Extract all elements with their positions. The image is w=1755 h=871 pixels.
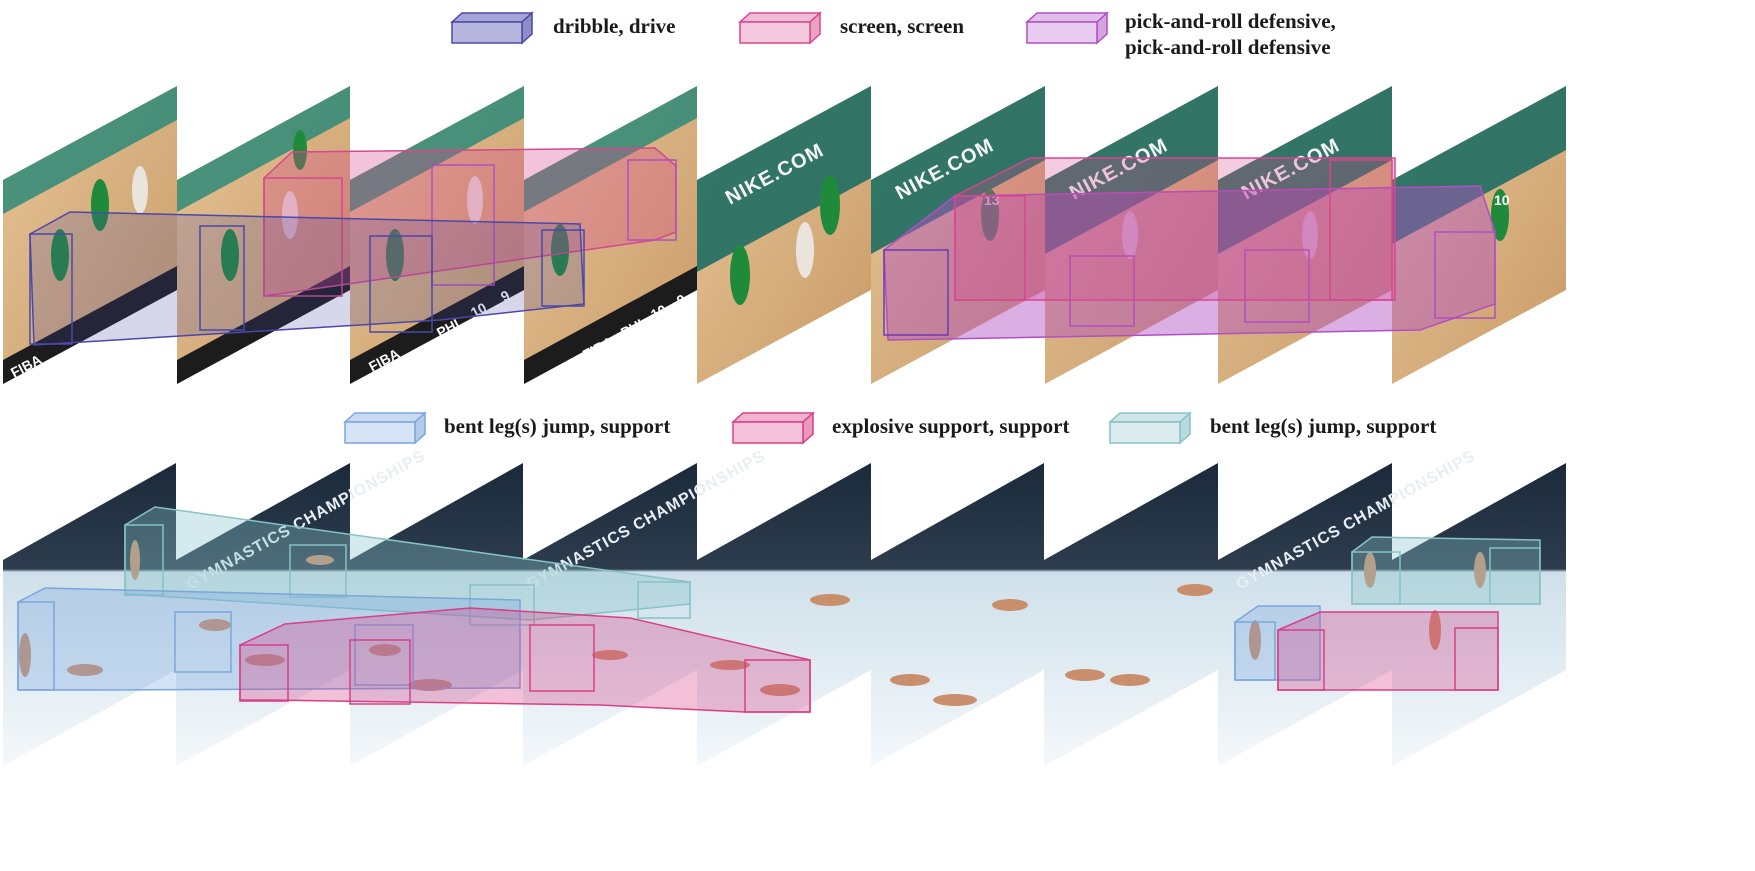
tube-bent-leg-teal bbox=[124, 506, 1541, 626]
jersey-number: 10 bbox=[1494, 192, 1510, 208]
legend-label-bent-leg-blue: bent leg(s) jump, support bbox=[444, 414, 670, 438]
legend-item-dribble-drive: dribble, drive bbox=[450, 11, 676, 45]
legend-item-bent-leg-jump-blue: bent leg(s) jump, support bbox=[343, 411, 670, 445]
gymnastics-frame-sequence: GYMNASTICS CHAMPIONSHIPS GYMNASTICS CHAM… bbox=[3, 448, 1566, 766]
tube-screen-right bbox=[954, 157, 1396, 301]
legend-cube-explosive bbox=[731, 411, 815, 445]
gymnastics-frame bbox=[871, 463, 1044, 766]
gymnasts bbox=[19, 540, 1486, 706]
legend-label-explosive: explosive support, support bbox=[832, 414, 1069, 438]
legend-cube-bent-leg-blue bbox=[343, 411, 427, 445]
legend-item-screen: screen, screen bbox=[738, 11, 964, 45]
legend-item-pick-and-roll: pick-and-roll defensive, pick-and-roll d… bbox=[1025, 9, 1336, 59]
legend-bottom: bent leg(s) jump, support explosive supp… bbox=[343, 411, 1436, 445]
legend-label-dribble-drive: dribble, drive bbox=[553, 14, 676, 38]
legend-label-pick-and-roll-line1: pick-and-roll defensive, bbox=[1125, 9, 1336, 33]
legend-label-pick-and-roll-line2: pick-and-roll defensive bbox=[1125, 35, 1331, 59]
basketball-frame: FIBA bbox=[3, 86, 177, 384]
legend-cube-bent-leg-teal bbox=[1108, 411, 1192, 445]
tube-pick-and-roll bbox=[883, 185, 1496, 341]
tube-explosive-support bbox=[239, 607, 1499, 713]
gymnastics-frame bbox=[1044, 463, 1218, 766]
gymnastics-frame bbox=[697, 463, 871, 766]
gymnastics-frame bbox=[176, 463, 350, 766]
basketball-frame-sequence: FIBA FIBA PHI 10 9 FIBA PHI 10 9 bbox=[3, 86, 1566, 384]
scoreboard-score-a: 10 bbox=[648, 301, 669, 323]
legend-item-explosive-support: explosive support, support bbox=[731, 411, 1069, 445]
basketball-frame: FIBA PHI 10 9 bbox=[350, 86, 524, 384]
basketball-frame: NIKE.COM bbox=[697, 86, 871, 384]
legend-item-bent-leg-jump-teal: bent leg(s) jump, support bbox=[1108, 411, 1436, 445]
legend-label-bent-leg-teal: bent leg(s) jump, support bbox=[1210, 414, 1436, 438]
legend-cube-pick-and-roll bbox=[1025, 11, 1109, 45]
legend-top: dribble, drive screen, screen pick-and-r… bbox=[450, 9, 1336, 59]
legend-cube-dribble-drive bbox=[450, 11, 534, 45]
legend-label-screen: screen, screen bbox=[840, 14, 964, 38]
legend-cube-screen bbox=[738, 11, 822, 45]
basketball-players: 13 10 bbox=[51, 130, 1510, 305]
tube-dribble-drive bbox=[29, 211, 585, 346]
basketball-frame: NIKE.COM bbox=[871, 86, 1045, 384]
